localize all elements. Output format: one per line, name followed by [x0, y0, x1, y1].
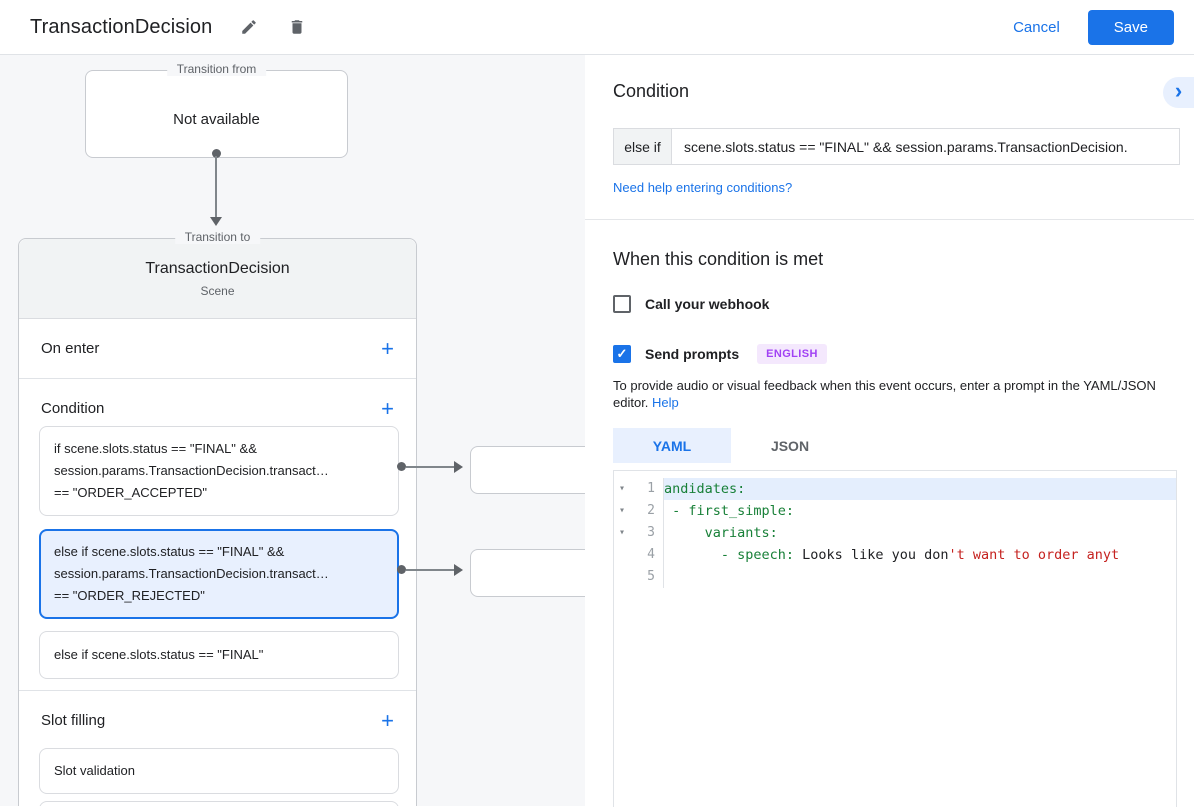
- connector-dot: [397, 462, 406, 471]
- add-on-enter-button[interactable]: +: [381, 335, 394, 361]
- line-number: 5: [647, 569, 655, 584]
- condition-section: Condition + if scene.slots.status == "FI…: [19, 379, 416, 691]
- slot-filling-section: Slot filling + Slot validation: [19, 691, 416, 806]
- line-number: 4: [647, 547, 655, 562]
- add-slot-button[interactable]: +: [381, 707, 394, 733]
- top-bar: TransactionDecision Cancel Save: [0, 0, 1194, 55]
- condition-line: if scene.slots.status == "FINAL" &&: [54, 441, 257, 456]
- condition-line: session.params.TransactionDecision.trans…: [54, 463, 329, 478]
- collapse-panel-button[interactable]: ›: [1163, 77, 1194, 108]
- line-number: 3: [647, 525, 655, 540]
- transition-target-node[interactable]: [470, 549, 585, 597]
- condition-line: == "ORDER_ACCEPTED": [54, 485, 207, 500]
- condition-card-final[interactable]: else if scene.slots.status == "FINAL": [39, 631, 399, 679]
- on-enter-label: On enter: [41, 340, 100, 357]
- fold-toggle-icon[interactable]: ▾: [619, 505, 626, 516]
- partial-card[interactable]: [39, 801, 399, 806]
- code-segment: - first_simple:: [664, 503, 795, 519]
- code-segment: Looks like you don: [802, 547, 949, 563]
- connector-arrowhead: [454, 564, 463, 576]
- send-prompts-row: ✓ Send prompts ENGLISH: [613, 344, 827, 364]
- fold-toggle-icon[interactable]: ▾: [619, 527, 626, 538]
- code-segment: 't want to order anyt: [948, 547, 1120, 563]
- connector-line: [406, 569, 454, 571]
- code-segment: andidates:: [664, 481, 746, 497]
- code-line: ▾ 2 - first_simple:: [614, 500, 1176, 522]
- code-line: ▾ 3 variants:: [614, 522, 1176, 544]
- transition-from-node: Transition from Not available: [85, 62, 348, 158]
- scene-title: TransactionDecision: [145, 259, 290, 277]
- chevron-right-icon: ›: [1174, 78, 1183, 103]
- language-badge: ENGLISH: [757, 344, 827, 364]
- scene-subtitle: Scene: [200, 283, 235, 298]
- condition-prefix-label: else if: [613, 128, 672, 165]
- code-line: ▾ 1 andidates:: [614, 478, 1176, 500]
- line-number: 1: [647, 481, 655, 496]
- condition-help-link[interactable]: Need help entering conditions?: [613, 180, 793, 195]
- delete-icon[interactable]: [286, 16, 308, 38]
- condition-line: session.params.TransactionDecision.trans…: [54, 566, 329, 581]
- panel-divider: [585, 219, 1194, 220]
- check-icon: ✓: [616, 346, 628, 361]
- condition-line: else if scene.slots.status == "FINAL" &&: [54, 544, 285, 559]
- yaml-editor[interactable]: ▾ 1 andidates: ▾ 2 - first_simple: ▾ 3 vari…: [613, 470, 1177, 807]
- code-line: 4 - speech: Looks like you don't want to…: [614, 544, 1176, 566]
- transition-to-legend: Transition to: [174, 230, 261, 244]
- transition-target-node[interactable]: [470, 446, 585, 494]
- connector-arrowhead: [454, 461, 463, 473]
- condition-detail-panel: Condition › else if Need help entering c…: [585, 55, 1194, 807]
- code-segment: - speech:: [664, 547, 803, 563]
- code-line: 5: [614, 566, 1176, 588]
- condition-expression-input[interactable]: [671, 128, 1180, 165]
- condition-card-accepted[interactable]: if scene.slots.status == "FINAL" && sess…: [39, 426, 399, 516]
- condition-section-label: Condition: [41, 400, 105, 417]
- condition-line: == "ORDER_REJECTED": [54, 588, 205, 603]
- editor-tabs: YAML JSON: [613, 428, 849, 463]
- prompt-description-text: To provide audio or visual feedback when…: [613, 378, 1156, 410]
- condition-line: else if scene.slots.status == "FINAL": [54, 647, 264, 662]
- condition-card-rejected[interactable]: else if scene.slots.status == "FINAL" &&…: [39, 529, 399, 619]
- prompt-description: To provide audio or visual feedback when…: [613, 377, 1175, 411]
- call-webhook-label: Call your webhook: [645, 296, 770, 312]
- on-enter-row: On enter +: [19, 319, 416, 379]
- tab-json[interactable]: JSON: [731, 428, 849, 463]
- cancel-button[interactable]: Cancel: [1013, 18, 1060, 36]
- page-title: TransactionDecision: [30, 15, 213, 38]
- transition-from-value: Not available: [173, 111, 260, 128]
- connector-line: [406, 466, 454, 468]
- panel-title: Condition: [613, 81, 690, 101]
- webhook-row: Call your webhook: [613, 295, 769, 313]
- condition-met-title: When this condition is met: [613, 249, 824, 269]
- connector-dot: [397, 565, 406, 574]
- condition-editor-row: else if: [613, 128, 1180, 165]
- scene-header: TransactionDecision Scene: [19, 239, 416, 319]
- connector-line: [215, 156, 217, 218]
- line-number: 2: [647, 503, 655, 518]
- call-webhook-checkbox[interactable]: [613, 295, 631, 313]
- send-prompts-label: Send prompts: [645, 346, 740, 362]
- send-prompts-checkbox[interactable]: ✓: [613, 345, 631, 363]
- help-link[interactable]: Help: [652, 395, 679, 410]
- scene-node: Transition to TransactionDecision Scene …: [18, 230, 417, 806]
- slot-validation-card[interactable]: Slot validation: [39, 748, 399, 794]
- code-segment: variants:: [664, 525, 778, 541]
- save-button[interactable]: Save: [1087, 9, 1174, 45]
- tab-yaml[interactable]: YAML: [613, 428, 731, 463]
- scene-canvas: Transition from Not available Transition…: [0, 55, 585, 806]
- add-condition-button[interactable]: +: [381, 395, 394, 421]
- slot-filling-label: Slot filling: [41, 712, 106, 729]
- fold-toggle-icon[interactable]: ▾: [619, 483, 626, 494]
- transition-from-legend: Transition from: [166, 62, 267, 76]
- connector-arrowhead: [210, 217, 222, 226]
- slot-card-label: Slot validation: [54, 763, 135, 778]
- edit-icon[interactable]: [238, 16, 260, 38]
- connector-dot: [212, 149, 221, 158]
